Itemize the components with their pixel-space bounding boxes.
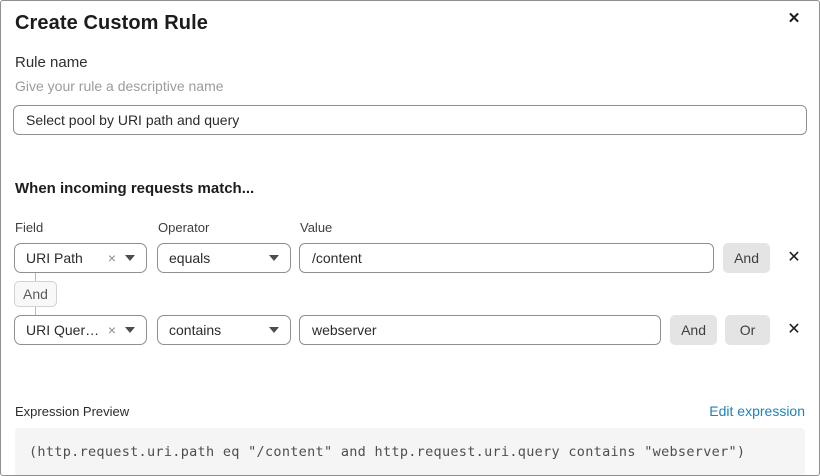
delete-row-2-icon[interactable]: ✕ [787,321,801,338]
close-icon[interactable]: ✕ [783,7,805,29]
and-button-row-2[interactable]: And [670,315,717,345]
and-button-row-1[interactable]: And [723,243,770,273]
clear-icon[interactable]: × [107,322,116,338]
match-section-heading: When incoming requests match... [15,180,255,197]
rule-name-label: Rule name [15,54,88,71]
match-row-2: URI Query St... × contains And Or ✕ [14,315,804,345]
chevron-down-icon [269,327,279,333]
operator-select-1[interactable]: equals [157,243,291,273]
logic-connector: And [14,273,57,315]
expression-header: Expression Preview Edit expression [15,403,805,419]
field-select-1-value: URI Path [26,250,83,266]
match-columns-header: Field Operator Value [14,220,804,235]
expression-code: (http.request.uri.path eq "/content" and… [15,428,805,475]
dialog-title: Create Custom Rule [15,12,208,34]
rule-name-helper: Give your rule a descriptive name [15,78,224,94]
or-button-row-2[interactable]: Or [725,315,770,345]
value-input-1[interactable] [299,243,715,273]
delete-row-1-icon[interactable]: ✕ [787,249,801,266]
field-select-2[interactable]: URI Query St... × [14,315,147,345]
match-row-1: URI Path × equals And ✕ [14,243,804,273]
field-select-2-value: URI Query St... [26,322,104,338]
chevron-down-icon [125,327,135,333]
rule-name-input[interactable] [13,105,807,135]
field-select-1[interactable]: URI Path × [14,243,147,273]
edit-expression-link[interactable]: Edit expression [709,403,805,419]
expression-preview-label: Expression Preview [15,403,130,419]
field-column-label: Field [15,220,44,235]
connector-and-chip[interactable]: And [14,281,57,307]
operator-select-2-value: contains [169,322,222,338]
rule-name-section: Rule name Give your rule a descriptive n… [15,54,805,94]
operator-select-1-value: equals [169,250,211,266]
value-column-label: Value [300,220,333,235]
clear-icon[interactable]: × [107,250,116,266]
chevron-down-icon [125,255,135,261]
operator-column-label: Operator [158,220,210,235]
chevron-down-icon [269,255,279,261]
value-input-2[interactable] [299,315,662,345]
operator-select-2[interactable]: contains [157,315,291,345]
